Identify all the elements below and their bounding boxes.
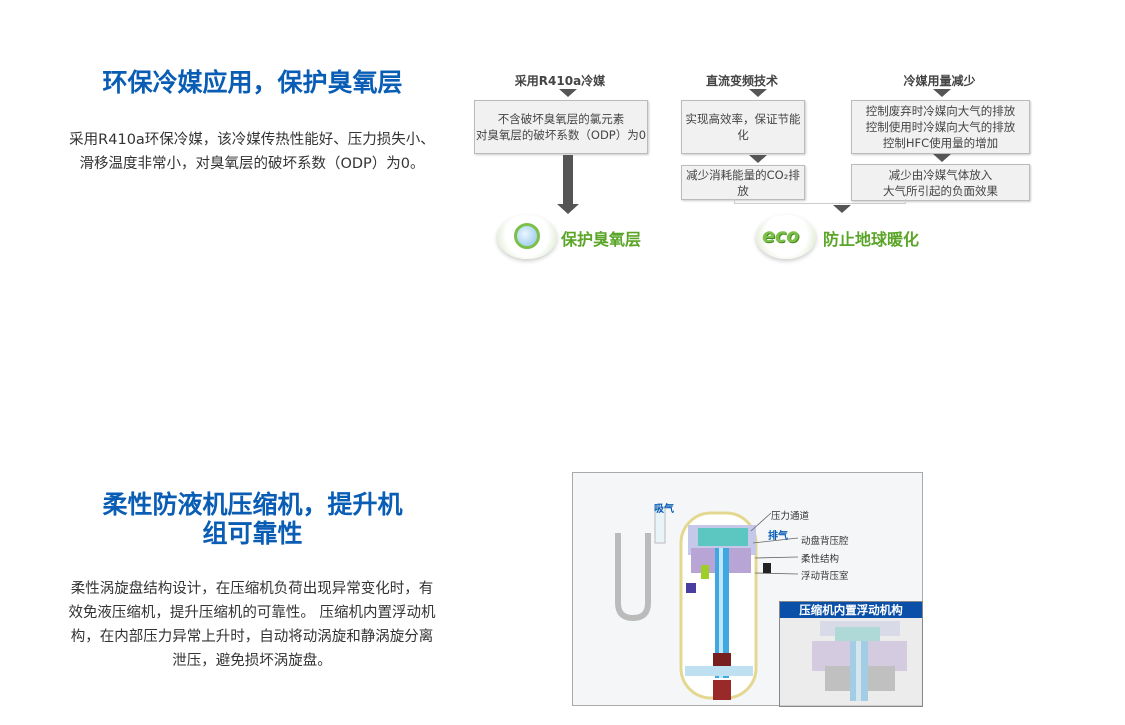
eco-logo-text: eco xyxy=(762,225,800,247)
suction-label: 吸气 xyxy=(654,504,674,515)
box-line: 控制使用时冷媒向大气的排放 xyxy=(865,120,1016,134)
arrow-shaft xyxy=(563,155,573,205)
box-line: 实现高效率，保证节能化 xyxy=(685,112,801,142)
col3-header: 冷媒用量减少 xyxy=(903,74,976,88)
col2-box2: 减少消耗能量的CO₂排放 xyxy=(681,165,805,200)
arrow-icon xyxy=(557,204,579,214)
inset-title: 压缩机内置浮动机构 xyxy=(780,602,922,618)
arrow-icon xyxy=(559,89,577,97)
title-line: 柔性防液机压缩机，提升机 xyxy=(102,490,403,519)
col3-box1: 控制废弃时冷媒向大气的排放 控制使用时冷媒向大气的排放 控制HFC使用量的增加 xyxy=(851,100,1030,154)
pressure-channel-label: 压力通道 xyxy=(771,511,810,522)
col1-header: 采用R410a冷媒 xyxy=(514,74,606,88)
box-line: 减少由冷媒气体放入 xyxy=(888,167,993,182)
discharge-label: 排气 xyxy=(768,531,788,542)
inset-panel: 压缩机内置浮动机构 xyxy=(779,601,923,707)
box-line: 减少消耗能量的CO₂排放 xyxy=(686,167,800,198)
result2: 防止地球暖化 xyxy=(823,230,920,249)
arrow-icon xyxy=(933,154,951,162)
floating-chamber-label: 浮动背压室 xyxy=(801,571,849,582)
ozone-globe-icon xyxy=(497,215,557,259)
col1-box: 不含破坏臭氧层的氯元素 对臭氧层的破坏系数（ODP）为0 xyxy=(474,100,648,154)
eco-logo: eco xyxy=(756,215,816,259)
col2-header: 直流变频技术 xyxy=(705,74,778,88)
arrow-icon xyxy=(933,89,951,97)
flexible-structure-label: 柔性结构 xyxy=(801,554,840,565)
compressor-diagram: 吸气 排气 压力通道 动盘背压腔 柔性结构 浮动背压室 压缩机内置浮动机构 xyxy=(572,472,923,707)
section2-title: 柔性防液机压缩机，提升机 组可靠性 xyxy=(70,490,435,548)
section1-title: 环保冷媒应用，保护臭氧层 xyxy=(102,68,403,97)
bracket-line xyxy=(734,199,906,204)
back-pressure-cavity-label: 动盘背压腔 xyxy=(801,536,849,547)
box-line: 对臭氧层的破坏系数（ODP）为0 xyxy=(475,128,647,142)
arrow-icon xyxy=(749,89,767,97)
box-line: 控制废弃时冷媒向大气的排放 xyxy=(865,104,1016,118)
arrow-icon xyxy=(749,155,767,163)
col3-box2: 减少由冷媒气体放入 大气所引起的负面效果 xyxy=(851,164,1030,201)
title-line: 组可靠性 xyxy=(202,519,303,548)
arrow-icon xyxy=(833,205,851,213)
box-line: 控制HFC使用量的增加 xyxy=(882,136,999,150)
section2-body: 柔性涡旋盘结构设计，在压缩机负荷出现异常变化时，有效免液压缩机，提升压缩机的可靠… xyxy=(68,581,436,669)
col2-box1: 实现高效率，保证节能化 xyxy=(681,100,805,154)
box-line: 不含破坏臭氧层的氯元素 xyxy=(497,112,625,126)
box-line: 大气所引起的负面效果 xyxy=(883,183,998,198)
col1-result: 保护臭氧层 xyxy=(561,230,642,249)
section1-body: 采用R410a环保冷媒，该冷媒传热性能好、压力损失小、滑移温度非常小，对臭氧层的… xyxy=(69,132,435,172)
